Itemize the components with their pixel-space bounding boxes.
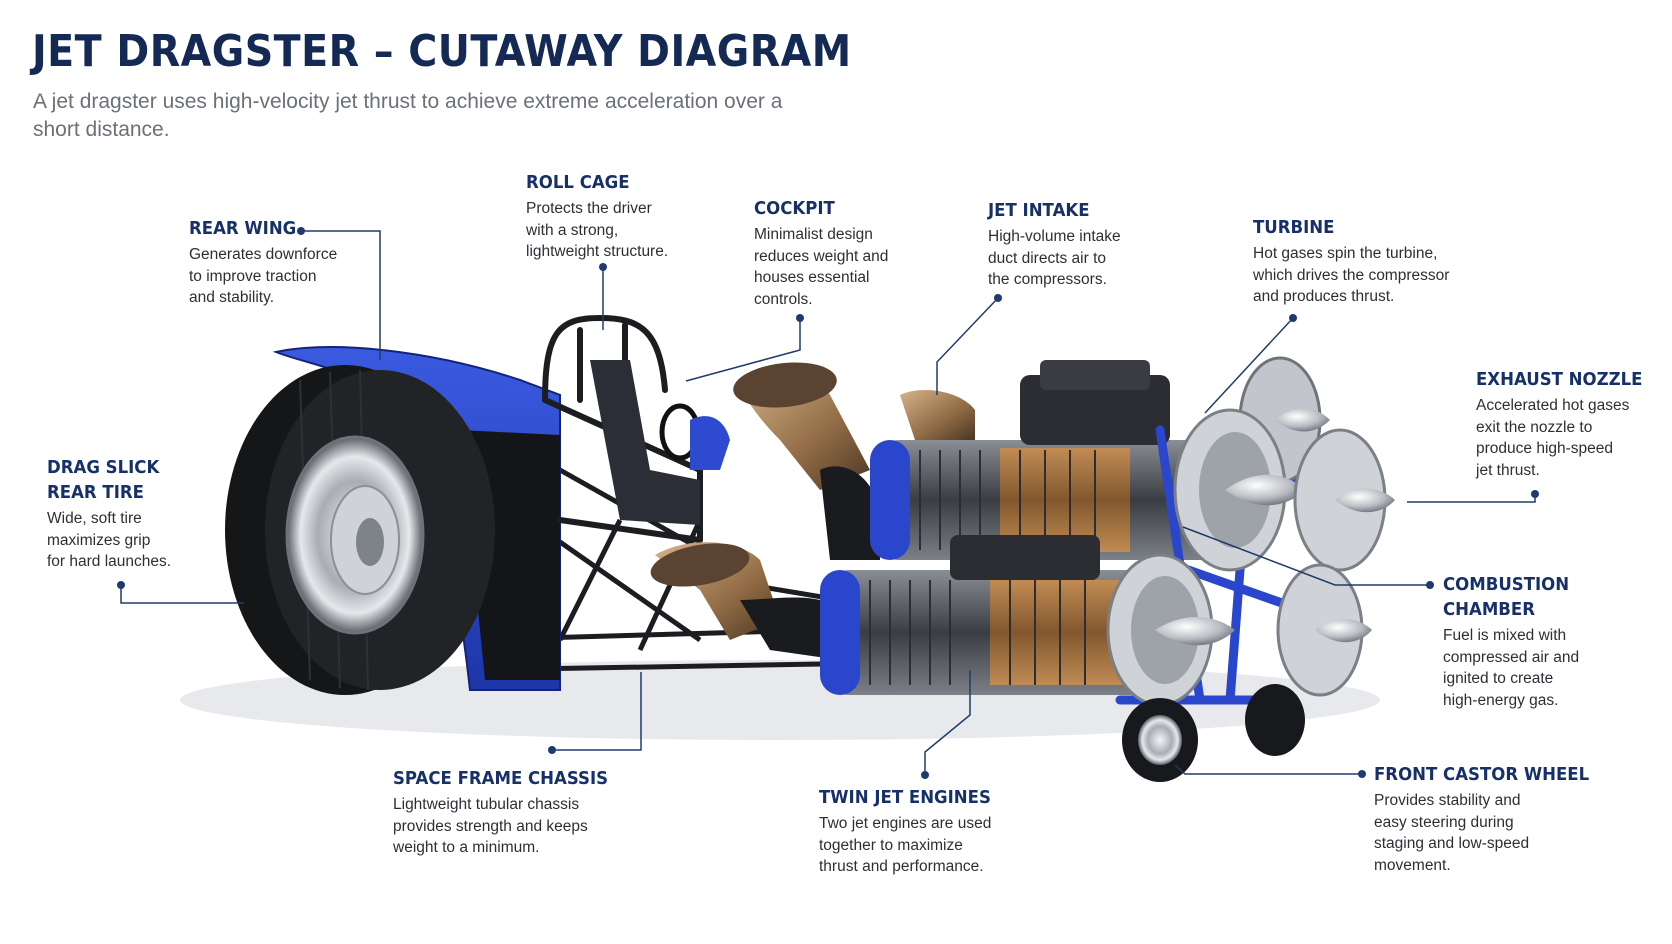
callout-title: TURBINE (1253, 217, 1335, 238)
jet-intake-ducts (650, 362, 975, 660)
page-title: JET DRAGSTER – CUTAWAY DIAGRAM (32, 26, 852, 77)
callout-title: REAR WING (189, 218, 297, 239)
callout-exhaust-nozzle: EXHAUST NOZZLE Accelerated hot gases exi… (1476, 367, 1657, 481)
callout-title: DRAG SLICK REAR TIRE (47, 457, 160, 503)
leader-combustion (1182, 526, 1430, 586)
leader-dot-drag-slick (117, 581, 125, 589)
callout-description: Accelerated hot gases exit the nozzle to… (1476, 397, 1630, 479)
callout-twin-jet-engines: TWIN JET ENGINES Two jet engines are use… (819, 785, 1006, 878)
callout-title: TWIN JET ENGINES (819, 787, 991, 808)
callout-description: Provides stability and easy steering dur… (1374, 792, 1530, 874)
callout-description: Hot gases spin the turbine, which drives… (1253, 245, 1450, 305)
callout-jet-intake: JET INTAKE High-volume intake duct direc… (988, 198, 1121, 291)
callout-description: Minimalist design reduces weight and hou… (754, 226, 889, 308)
leader-rear-wing (301, 230, 381, 360)
callout-title: FRONT CASTOR WHEEL (1374, 764, 1590, 785)
leader-dot-combustion (1426, 581, 1434, 589)
callout-title: COMBUSTION CHAMBER (1443, 574, 1570, 620)
leader-dot-jet-intake (994, 294, 1002, 302)
leader-space-frame (552, 672, 642, 751)
leader-dot-twin-jet (921, 771, 929, 779)
callout-turbine: TURBINE Hot gases spin the turbine, whic… (1253, 215, 1449, 308)
leader-cockpit (685, 318, 801, 382)
leader-dot-rear-wing (297, 227, 305, 235)
callout-description: High-volume intake duct directs air to t… (988, 228, 1121, 288)
callout-description: Fuel is mixed with compressed air and ig… (1443, 627, 1580, 709)
callout-title: JET INTAKE (988, 200, 1090, 221)
callout-title: SPACE FRAME CHASSIS (393, 768, 609, 789)
leader-dot-roll-cage (599, 263, 607, 271)
leader-dot-front-castor (1358, 770, 1366, 778)
callout-rear-wing: REAR WING Generates downforce to improve… (189, 216, 337, 309)
callout-description: Protects the driver with a strong, light… (526, 200, 669, 260)
leader-twin-jet (924, 670, 971, 775)
leader-jet-intake (936, 297, 999, 395)
callout-title: ROLL CAGE (526, 172, 630, 193)
driver-seat (590, 360, 700, 525)
leader-drag-slick (120, 585, 244, 604)
callout-drag-slick-tire: DRAG SLICK REAR TIRE Wide, soft tire max… (47, 455, 171, 573)
leader-dot-turbine (1289, 314, 1297, 322)
front-castor-wheel (1122, 684, 1305, 782)
drag-slick-tire (225, 365, 495, 695)
lower-jet-engine (820, 535, 1200, 695)
leader-dot-cockpit (796, 314, 804, 322)
callout-space-frame-chassis: SPACE FRAME CHASSIS Lightweight tubular … (393, 766, 627, 859)
leader-dot-space-frame (548, 746, 556, 754)
callout-description: Lightweight tubular chassis provides str… (393, 796, 588, 856)
callout-title: COCKPIT (754, 198, 835, 219)
exhaust-nozzles (1106, 356, 1395, 707)
leader-exhaust (1407, 494, 1536, 503)
callout-description: Two jet engines are used together to max… (819, 815, 992, 875)
callout-title: EXHAUST NOZZLE (1476, 369, 1643, 390)
upper-jet-engine (870, 360, 1230, 560)
callout-description: Wide, soft tire maximizes grip for hard … (47, 510, 172, 570)
leader-lines (117, 227, 1539, 779)
callout-roll-cage: ROLL CAGE Protects the driver with a str… (526, 170, 668, 263)
callout-front-castor-wheel: FRONT CASTOR WHEEL Provides stability an… (1374, 762, 1608, 876)
callout-description: Generates downforce to improve traction … (189, 246, 338, 306)
leader-turbine (1204, 317, 1294, 414)
leader-front-castor (1174, 764, 1362, 775)
leader-dot-exhaust (1531, 490, 1539, 498)
callout-combustion-chamber: COMBUSTION CHAMBER Fuel is mixed with co… (1443, 572, 1672, 711)
page-subtitle: A jet dragster uses high-velocity jet th… (33, 90, 783, 141)
cockpit-cowl (690, 416, 730, 470)
callout-cockpit: COCKPIT Minimalist design reduces weight… (754, 196, 888, 310)
